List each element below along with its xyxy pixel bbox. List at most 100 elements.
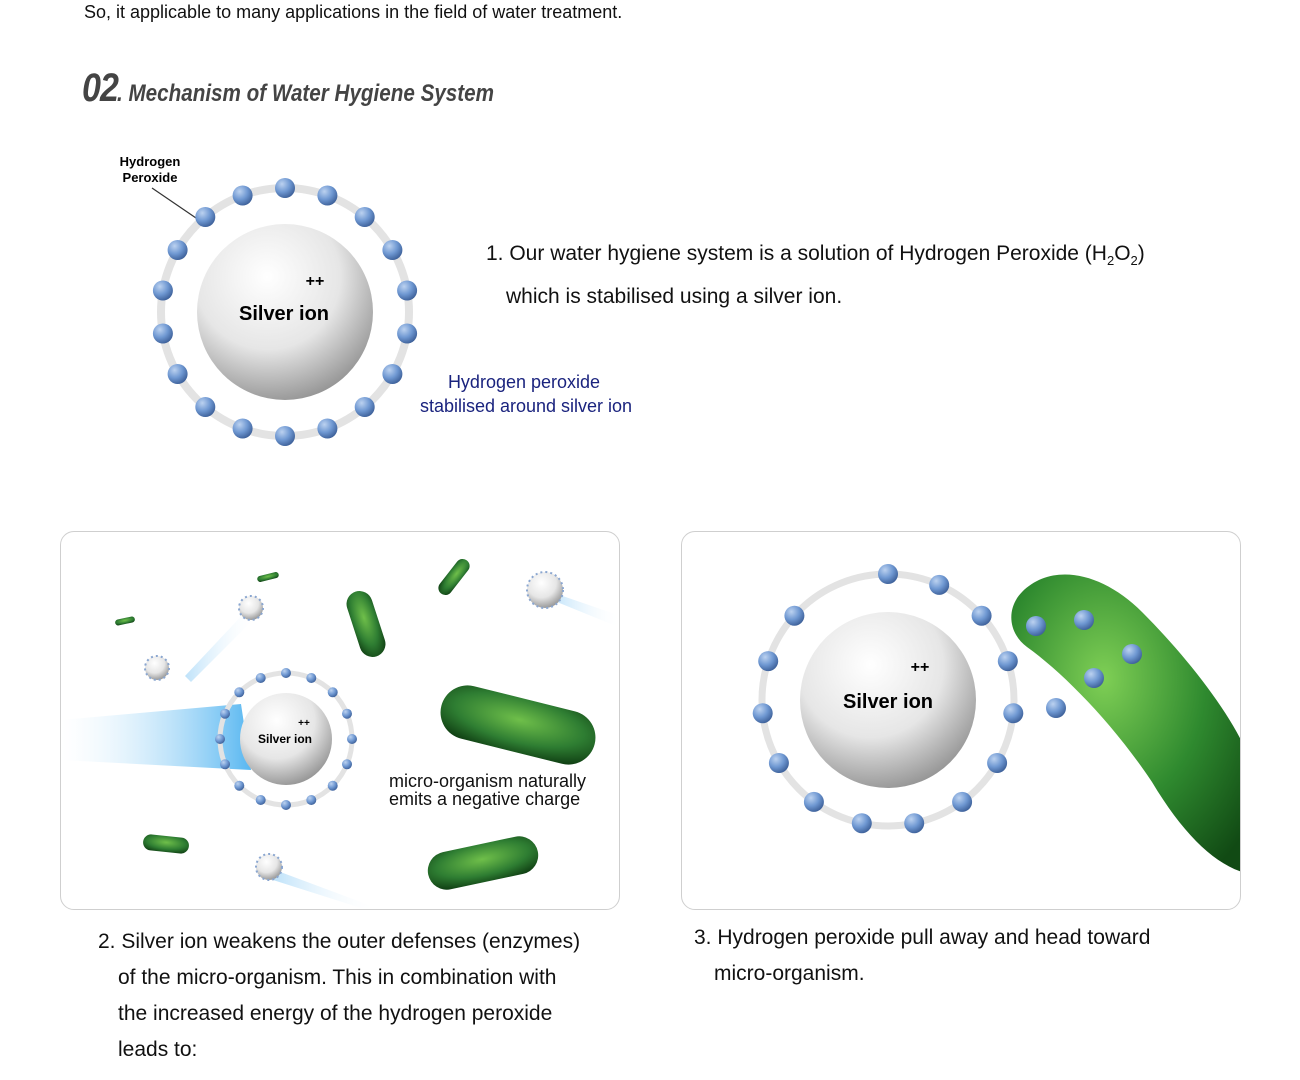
molecule	[255, 673, 266, 683]
molecule	[397, 323, 418, 344]
molecule	[232, 185, 253, 206]
panel-3-illustration: ++ Silver ion	[752, 564, 1240, 872]
step-1-sub-2: 2	[1130, 253, 1138, 269]
step-1-line-1-main: 1. Our water hygiene system is a solutio…	[486, 242, 1107, 265]
molecule	[784, 605, 805, 626]
molecule	[971, 605, 992, 626]
detached-molecules	[1026, 610, 1142, 718]
large-bacterium	[1011, 574, 1240, 872]
label-hydrogen: Hydrogen	[120, 154, 181, 169]
section-title: . Mechanism of Water Hygiene System	[116, 80, 494, 107]
panel-2-silver-ion-charge: ++	[298, 718, 310, 729]
panel-silver-ion-weakens: ++ Silver ion micro-organism naturally e…	[60, 531, 620, 910]
molecule	[195, 207, 216, 227]
step-1-line-1: 1. Our water hygiene system is a solutio…	[486, 242, 1145, 269]
panel-peroxide-head-toward: ++ Silver ion	[681, 531, 1241, 910]
step-1-text: 1. Our water hygiene system is a solutio…	[486, 236, 1246, 315]
label-peroxide: Peroxide	[123, 170, 178, 185]
section-heading: 02. Mechanism of Water Hygiene System	[82, 66, 555, 111]
molecule	[382, 240, 403, 260]
molecule	[317, 418, 338, 439]
silver-ion-sphere	[197, 224, 373, 400]
bacteria-group	[115, 558, 596, 890]
energy-beam	[61, 704, 251, 770]
molecule	[232, 418, 253, 439]
molecule	[215, 734, 225, 744]
molecule	[306, 795, 317, 805]
step-3-text: 3. Hydrogen peroxide pull away and head …	[694, 920, 1254, 992]
panel-3-hydrogen-peroxide-molecules	[752, 564, 1024, 834]
bacterium-5	[440, 685, 596, 765]
annotation-line2: emits a negative charge	[389, 789, 580, 809]
panel-3-silver-ion-label: Silver ion	[843, 691, 933, 713]
silver-ion-charge: ++	[306, 273, 325, 290]
caption-line1: Hydrogen peroxide	[448, 372, 600, 392]
molecule	[255, 795, 266, 805]
panel-2-illustration: ++ Silver ion micro-organism naturally e…	[61, 558, 619, 908]
molecule	[758, 651, 779, 672]
molecule	[275, 426, 295, 446]
detached-molecule-2	[1074, 610, 1094, 630]
molecule	[327, 780, 338, 791]
step-1-sub-1: 2	[1106, 253, 1115, 269]
molecule	[952, 791, 973, 812]
bacterium-2	[257, 572, 279, 582]
bacterium-3	[438, 558, 470, 596]
panel-2-silver-ion-label: Silver ion	[258, 732, 312, 746]
bacterium-7	[427, 836, 539, 890]
step-2-line-2: of the micro-organism. This in combinati…	[118, 966, 557, 989]
small-beam-1	[185, 610, 257, 682]
small-ion-2	[238, 595, 264, 621]
molecule	[878, 564, 898, 584]
diagram-silver-ion-stabilised: Hydrogen Peroxide ++ Silver ion Hydrogen…	[120, 154, 632, 446]
molecule	[327, 687, 338, 698]
section-number: 02	[82, 66, 119, 110]
molecule	[152, 280, 173, 301]
panel-3-silver-ion-sphere	[800, 612, 976, 788]
molecule	[342, 708, 352, 719]
molecule	[317, 185, 338, 206]
molecule	[234, 780, 245, 791]
molecule	[195, 397, 216, 417]
molecule	[152, 323, 173, 344]
molecule	[1003, 703, 1024, 724]
molecule	[234, 687, 245, 698]
molecule	[306, 673, 317, 683]
molecule	[354, 397, 375, 417]
molecule	[281, 800, 291, 810]
step-2-line-4: leads to:	[118, 1038, 198, 1061]
molecule	[275, 178, 295, 198]
molecule	[904, 813, 925, 834]
detached-molecule-3	[1122, 644, 1142, 664]
step-3-line-2: micro-organism.	[714, 962, 865, 985]
small-ion-4	[255, 853, 283, 881]
step-1-close: )	[1137, 242, 1145, 265]
molecule	[851, 813, 872, 834]
silver-ion-label: Silver ion	[239, 303, 329, 325]
molecule	[752, 703, 773, 724]
intro-text: So, it applicable to many applications i…	[84, 2, 623, 22]
panel-2-silver-ion-sphere	[240, 693, 332, 785]
step-1-mid: O	[1114, 242, 1131, 265]
step-2-text: 2. Silver ion weakens the outer defenses…	[98, 924, 638, 1068]
small-beam-2	[551, 592, 619, 628]
annotation-line1: micro-organism naturally	[389, 771, 586, 791]
small-beam-3	[273, 870, 377, 908]
small-ion-3	[526, 571, 564, 609]
molecule	[987, 753, 1008, 773]
step-1-line-2: which is stabilised using a silver ion.	[506, 285, 843, 309]
molecule	[382, 364, 403, 384]
molecule	[768, 753, 789, 773]
molecule	[342, 759, 352, 770]
molecule	[167, 364, 188, 384]
detached-molecule-4	[1084, 668, 1104, 688]
panel-3-silver-ion-charge: ++	[911, 659, 930, 676]
small-ion-1	[144, 655, 170, 681]
label-pointer-line	[151, 187, 197, 219]
molecule	[347, 734, 357, 744]
panel-2-hydrogen-peroxide-molecules	[215, 668, 357, 810]
bacterium-4	[346, 591, 386, 657]
molecule	[220, 759, 230, 770]
step-2-line-3: the increased energy of the hydrogen per…	[118, 1002, 553, 1025]
molecule	[929, 574, 950, 595]
